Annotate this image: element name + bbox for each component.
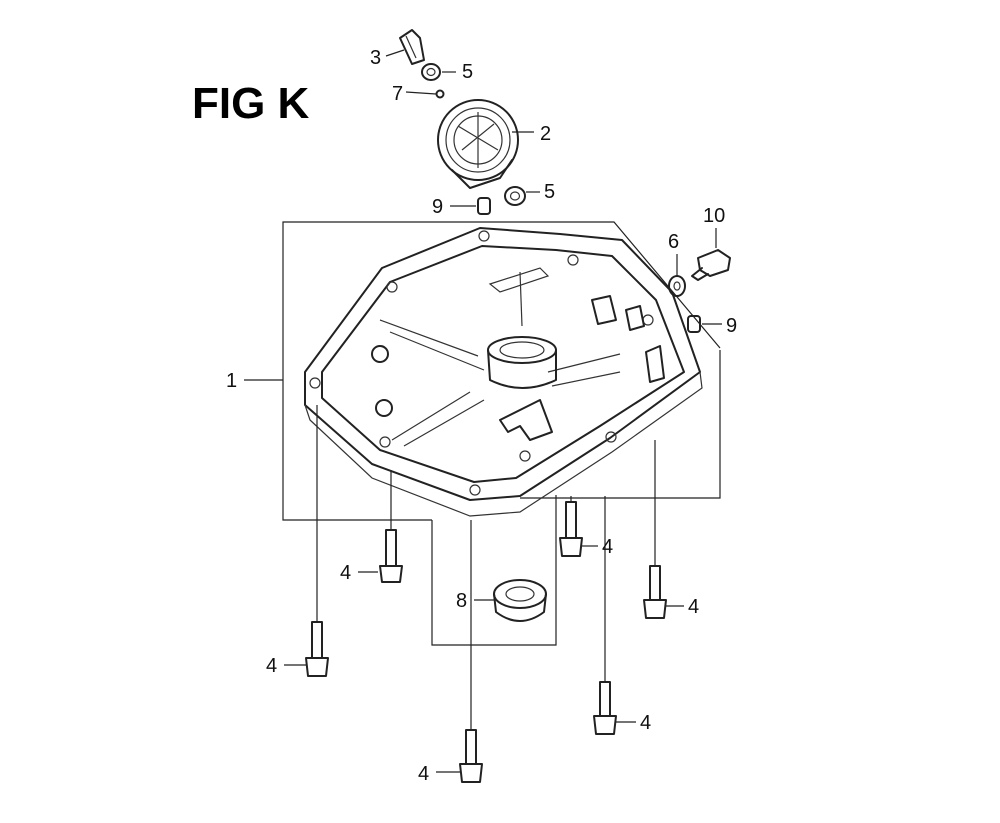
- callout-9-left: 9: [432, 196, 443, 218]
- group-bracket-lines: [282, 221, 721, 646]
- flange-bolt-part-4-b: [305, 621, 329, 677]
- callout-labels: 3 5 7 2 5 9 10 6 9 1 4 4 4 4 4 4 8: [226, 47, 737, 785]
- callout-8: 8: [456, 590, 467, 612]
- callout-10: 10: [703, 205, 725, 227]
- flange-bolt-part-4-e: [643, 565, 667, 619]
- crankcase-cover-part-1: [304, 227, 703, 517]
- dowel-pin-part-9-right: [687, 315, 701, 333]
- callout-6: 6: [668, 231, 679, 253]
- callout-4-b: 4: [266, 655, 277, 677]
- callout-1: 1: [226, 370, 237, 392]
- washer-part-5-lower: [504, 186, 526, 206]
- oil-seal-part-8: [493, 579, 547, 622]
- flange-bolt-part-4-d: [559, 501, 583, 557]
- washer-part-6: [668, 275, 686, 297]
- flange-bolt-part-4-f: [593, 681, 617, 735]
- callout-5-lower: 5: [544, 181, 555, 203]
- dowel-pin-part-9-left: [477, 197, 491, 215]
- flange-bolt-part-4-c: [459, 729, 483, 783]
- clip-part-7: [435, 89, 445, 99]
- callout-4-e: 4: [688, 596, 699, 618]
- callout-2: 2: [540, 123, 551, 145]
- callout-7: 7: [392, 83, 403, 105]
- drain-plug-part-10: [691, 249, 731, 281]
- callout-9-right: 9: [726, 315, 737, 337]
- callout-4-f: 4: [640, 712, 651, 734]
- leader-lines: [244, 49, 722, 773]
- callout-4-a: 4: [340, 562, 351, 584]
- callout-4-c: 4: [418, 763, 429, 785]
- figure-title: FIG K: [192, 79, 310, 128]
- callout-3: 3: [370, 47, 381, 69]
- callout-4-d: 4: [602, 536, 613, 558]
- washer-part-5-top: [421, 63, 441, 81]
- callout-5-top: 5: [462, 61, 473, 83]
- governor-gear-part-2: [437, 99, 519, 189]
- shaft-pin-part-3: [399, 29, 425, 65]
- flange-bolt-part-4-a: [379, 529, 403, 583]
